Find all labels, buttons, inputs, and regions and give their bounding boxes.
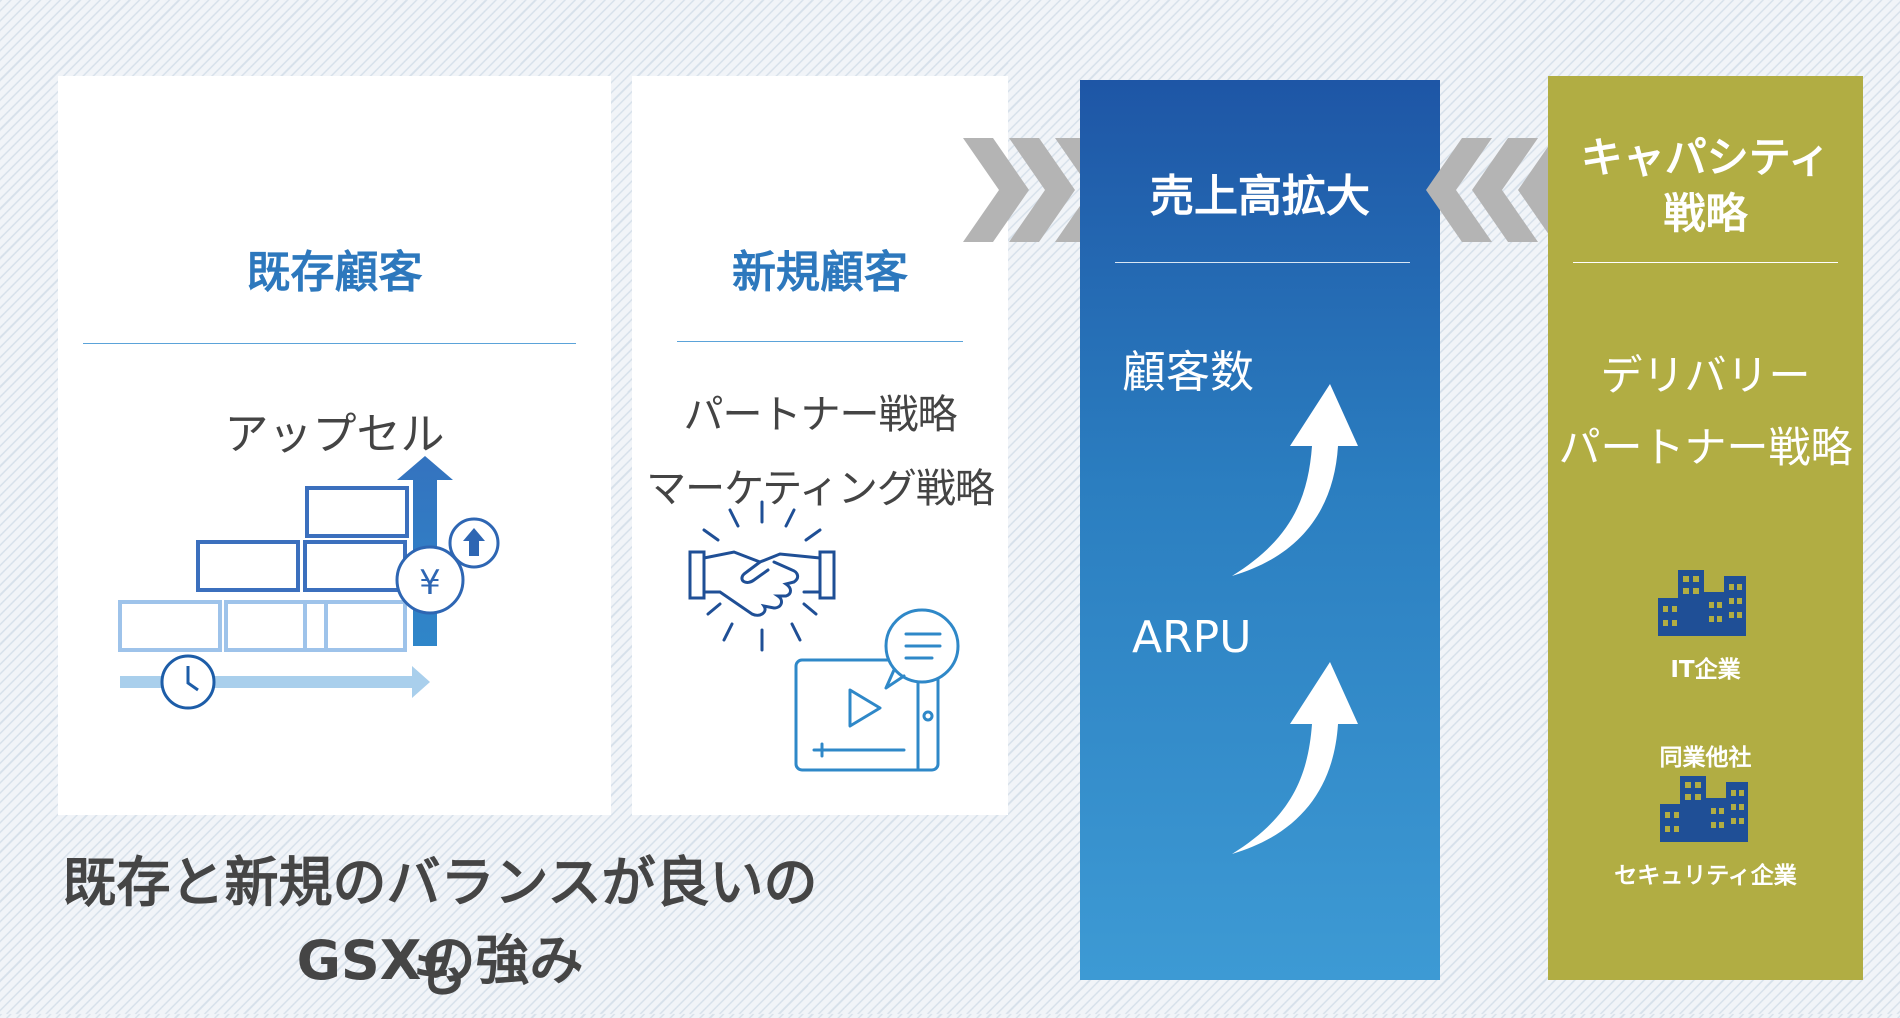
sales-expansion-title: 売上高拡大 <box>1150 171 1370 222</box>
handshake-icon <box>688 500 836 652</box>
divider <box>1115 262 1410 263</box>
divider <box>83 343 576 344</box>
svg-text:¥: ¥ <box>419 563 441 603</box>
capacity-strategy-panel: キャパシティ 戦略 デリバリー パートナー戦略 IT企業 同業他社 <box>1548 76 1863 980</box>
partner-strategy-label: パートナー戦略 <box>683 392 958 438</box>
tagline-line1: 既存と新規のバランスが良いのも <box>62 851 818 1004</box>
video-chat-icon <box>794 608 960 772</box>
arpu-label: ARPU <box>1132 612 1252 663</box>
capacity-title-line1: キャパシティ <box>1580 133 1831 182</box>
upsell-label: アップセル <box>224 409 445 460</box>
existing-customers-panel: 既存顧客 アップセル ¥ <box>58 76 611 815</box>
existing-customers-title: 既存顧客 <box>246 247 423 298</box>
security-company-label: セキュリティ企業 <box>1614 863 1797 889</box>
sales-expansion-panel: 売上高拡大 顧客数 ARPU <box>1080 80 1440 980</box>
it-company-label: IT企業 <box>1670 657 1741 683</box>
customer-count-label: 顧客数 <box>1122 347 1254 398</box>
marketing-strategy-label: マーケティング戦略 <box>646 466 995 512</box>
curved-up-arrow-icon <box>1232 384 1358 576</box>
partner-strategy-label: パートナー戦略 <box>1558 423 1853 472</box>
curved-up-arrow-icon <box>1232 662 1358 854</box>
building-icon <box>1660 776 1748 842</box>
building-icon <box>1658 570 1746 636</box>
delivery-label: デリバリー <box>1600 351 1811 400</box>
divider <box>1573 262 1838 263</box>
tagline-line2: GSXの強み <box>296 929 584 992</box>
new-customers-panel: 新規顧客 パートナー戦略 マーケティング戦略 <box>632 76 1008 815</box>
upsell-blocks-yen-icon: ¥ <box>118 456 500 710</box>
divider <box>677 341 963 342</box>
capacity-strategy-title: キャパシティ 戦略 <box>1548 130 1863 242</box>
new-customers-title: 新規顧客 <box>732 247 908 298</box>
capacity-title-line2: 戦略 <box>1663 189 1748 238</box>
peer-company-label: 同業他社 <box>1659 745 1752 771</box>
